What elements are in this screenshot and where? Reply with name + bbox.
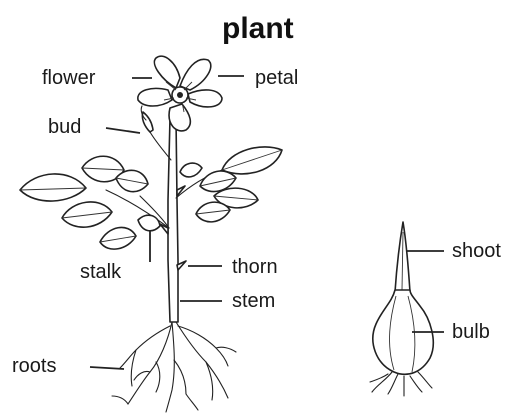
label-stem: stem xyxy=(232,290,275,312)
diagram-title: plant xyxy=(222,12,294,45)
rose-plant-illustration xyxy=(20,56,282,412)
right-leaves-illustration xyxy=(180,147,282,222)
label-thorn: thorn xyxy=(232,256,278,278)
label-flower: flower xyxy=(42,67,96,89)
bulb-plant-illustration xyxy=(370,222,433,396)
bud-illustration xyxy=(142,112,153,132)
label-stalk: stalk xyxy=(80,261,122,283)
roots-illustration xyxy=(112,322,236,412)
label-petal: petal xyxy=(255,67,298,89)
leader-roots xyxy=(90,367,124,369)
left-leaves-illustration xyxy=(20,156,160,249)
label-bud: bud xyxy=(48,116,81,138)
label-bulb: bulb xyxy=(452,321,490,343)
main-stem-illustration xyxy=(168,118,178,322)
label-roots: roots xyxy=(12,355,56,377)
leader-bud xyxy=(106,128,140,133)
label-shoot: shoot xyxy=(452,240,501,262)
